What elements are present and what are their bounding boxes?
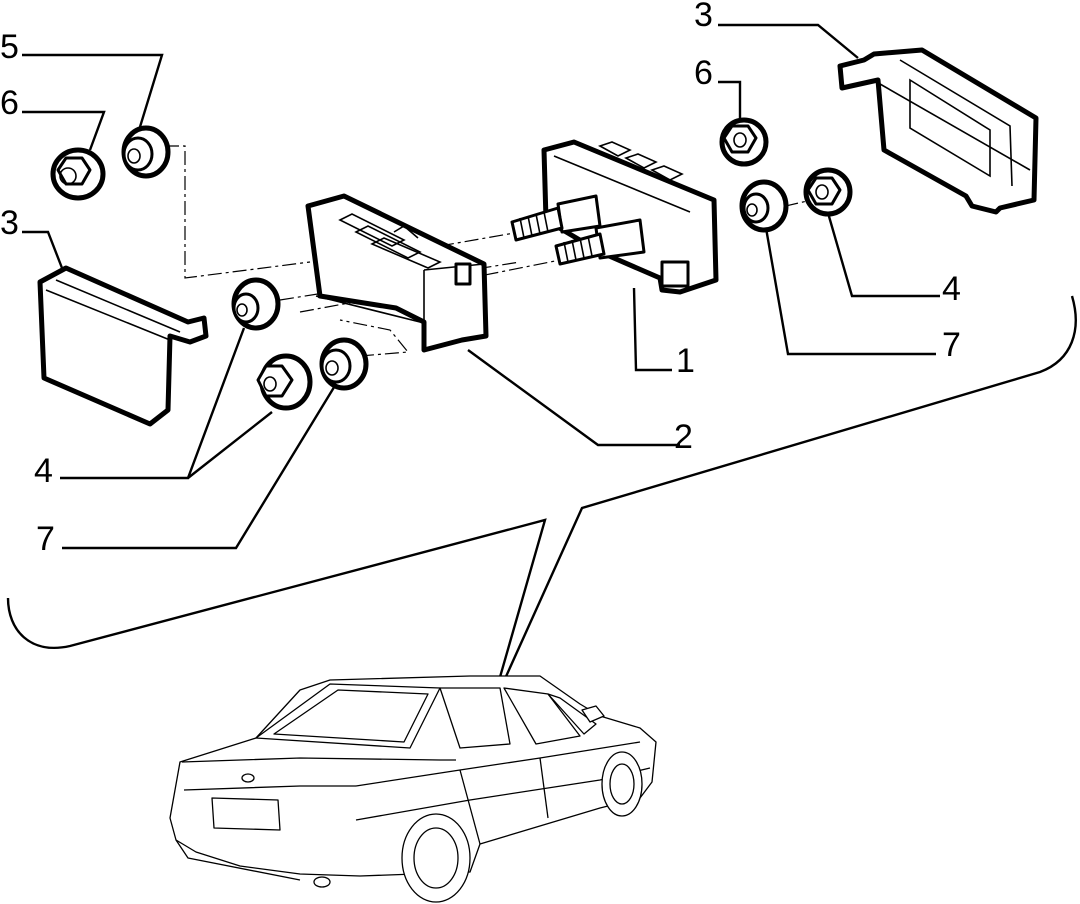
car-illustration bbox=[169, 675, 657, 903]
nut-part-6-left bbox=[50, 147, 106, 201]
washer-part-7-right bbox=[739, 179, 789, 233]
terminal-housing-part-2 bbox=[305, 193, 489, 353]
terminal-block-part-1 bbox=[510, 139, 719, 295]
callout-3-right: 3 bbox=[694, 0, 713, 34]
callout-3-left: 3 bbox=[0, 204, 19, 242]
nut-part-4-left-lower bbox=[256, 353, 313, 411]
callout-7-left: 7 bbox=[36, 520, 55, 558]
callout-7-right: 7 bbox=[942, 326, 961, 364]
callout-4-right: 4 bbox=[942, 270, 961, 308]
nut-part-6-right bbox=[719, 117, 769, 167]
cover-part-3-right bbox=[837, 47, 1039, 215]
nut-part-4-right bbox=[803, 167, 853, 217]
washer-part-5 bbox=[121, 125, 171, 179]
callout-5-left: 5 bbox=[0, 28, 19, 66]
cover-part-3-left bbox=[37, 265, 209, 427]
callout-2: 2 bbox=[674, 418, 693, 456]
leader-lines bbox=[22, 23, 940, 550]
callout-labels: 5 6 3 4 7 2 1 3 6 4 7 bbox=[0, 0, 961, 558]
callout-6-left: 6 bbox=[0, 84, 19, 122]
callout-1: 1 bbox=[676, 342, 695, 380]
callout-4-left: 4 bbox=[34, 452, 53, 490]
washer-part-7-left bbox=[319, 337, 369, 391]
nut-part-4-left-upper bbox=[231, 277, 281, 331]
callout-6-right: 6 bbox=[694, 54, 713, 92]
